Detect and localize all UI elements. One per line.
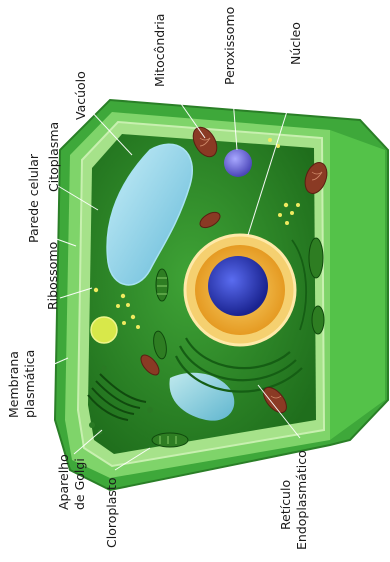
label-ribossomo: Ribossomo — [45, 242, 60, 310]
label-citoplasma: Citoplasma — [46, 122, 61, 192]
peroxisome — [224, 149, 252, 177]
label-nucleo: Núcleo — [288, 22, 303, 65]
label-membrana-l1: Membrana — [6, 351, 21, 418]
label-cloroplasto: Cloroplasto — [104, 478, 119, 549]
label-membrana-l2: plasmática — [22, 350, 37, 418]
nucleus — [185, 235, 295, 345]
label-peroxissomo: Peroxissomo — [222, 7, 237, 85]
label-vacuolo: Vacúolo — [73, 71, 88, 120]
label-reticulo-l1: Retículo — [278, 480, 293, 530]
label-aparelho-l2: de Golgi — [72, 458, 87, 510]
yellow-granule — [91, 317, 117, 343]
label-reticulo-l2: Endoplasmático — [294, 450, 309, 550]
label-aparelho-l1: Aparelho — [56, 454, 71, 510]
nucleolus — [208, 256, 268, 316]
label-mitocondria: Mitocôndria — [152, 14, 167, 87]
label-parede-celular: Parede celular — [26, 153, 41, 243]
